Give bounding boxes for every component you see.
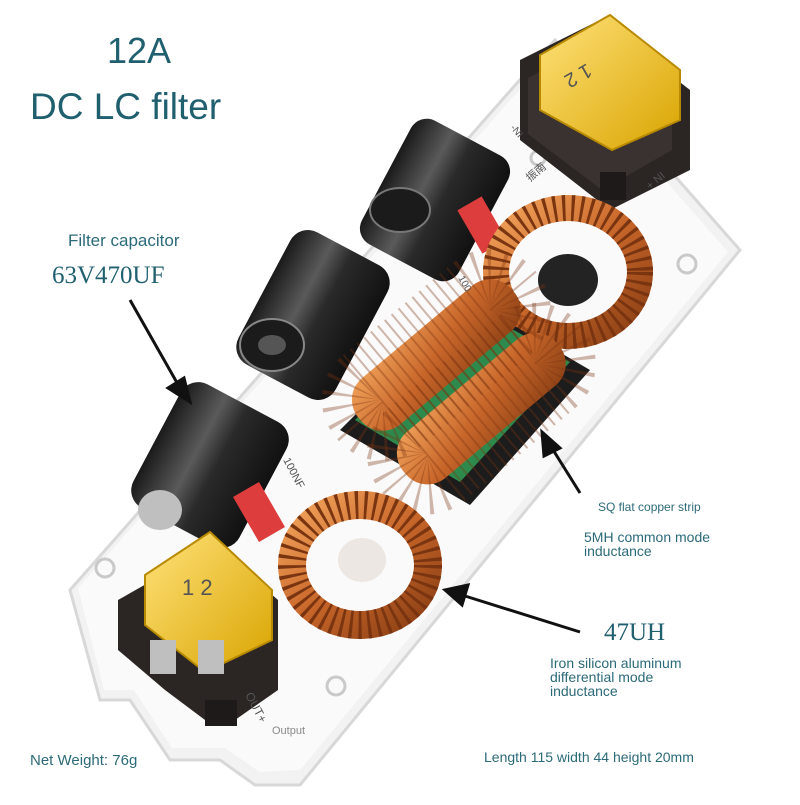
common-mode-label-line: 5MH common mode [584, 529, 711, 545]
input-terminal-block [520, 13, 690, 210]
toroid-callout-arrow [441, 582, 581, 634]
common-mode-inductor [321, 249, 596, 515]
capacitor-value: 63V470UF [52, 262, 165, 289]
differential-label-line: inductance [550, 683, 618, 699]
output-terminal-block [118, 530, 278, 726]
common-mode-label-line: inductance [584, 543, 652, 559]
mounting-hole [94, 557, 116, 579]
capacitor-label: Filter capacitor [68, 231, 180, 250]
electrolytic-capacitor [236, 230, 390, 400]
silkscreen-output: Output [272, 725, 306, 737]
capacitor-callout-arrow [128, 299, 193, 406]
differential-toroid-inductor [278, 491, 442, 639]
copper-strip-label: SQ flat copper strip [598, 500, 701, 514]
mounting-hole [325, 675, 347, 697]
differential-value: 47UH [604, 619, 666, 646]
terminal-cover [539, 13, 681, 152]
terminal-cover [144, 530, 273, 674]
common-mode-label: 5MH common mode inductance [584, 530, 710, 558]
common-mode-callout-arrow [540, 428, 582, 494]
mounting-hole [676, 253, 698, 275]
differential-label: Iron silicon aluminum differential mode … [550, 656, 682, 698]
product-subtitle: DC LC filter [30, 86, 222, 127]
terminal-label: 1 2 [182, 575, 213, 600]
electrolytic-capacitor [359, 118, 511, 282]
film-capacitor [233, 481, 285, 543]
net-weight: Net Weight: 76g [30, 752, 138, 769]
product-title: 12A [107, 30, 172, 71]
differential-label-line: differential mode [550, 669, 654, 685]
toroid-inductor-top [483, 195, 653, 349]
differential-label-line: Iron silicon aluminum [550, 655, 682, 671]
dimensions: Length 115 width 44 height 20mm [484, 749, 694, 765]
